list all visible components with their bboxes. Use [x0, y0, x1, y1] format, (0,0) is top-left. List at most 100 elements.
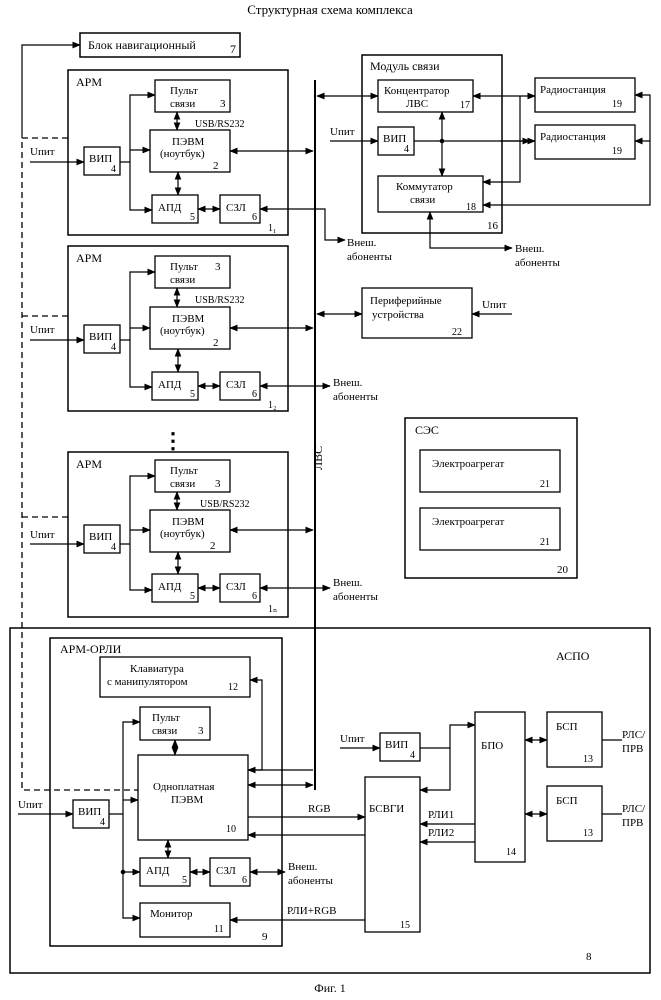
aspo-monitor-num: 11	[214, 924, 224, 935]
aspo-bsp-1-label: БСП	[556, 721, 578, 733]
arm-n-vip-label: ВИП	[89, 531, 112, 543]
periph-a: Периферийные	[370, 295, 442, 307]
arm-n-pevm-a: ПЭВМ	[172, 516, 205, 528]
radio-1-label: Радиостанция	[540, 84, 606, 96]
comm-vip-num: 4	[404, 144, 409, 155]
aspo-vip2-num: 4	[410, 750, 415, 761]
figure-caption: Фиг. 1	[314, 981, 345, 995]
arm-n-label: АРМ	[76, 457, 102, 471]
aspo-rli2: РЛИ2	[428, 827, 454, 839]
aspo-szl-num: 6	[242, 875, 247, 886]
diagram-title: Структурная схема комплекса	[247, 2, 413, 17]
aspo-pult-num: 3	[198, 725, 204, 737]
aspo-vip-num: 4	[100, 817, 105, 828]
arm-n-pevm-b: (ноутбук)	[160, 528, 205, 540]
periph-b: устройства	[372, 309, 424, 321]
ses-gen-2-label: Электроагрегат	[432, 516, 505, 528]
aspo-rgb: RGB	[308, 803, 331, 815]
ses-label: СЭС	[415, 423, 439, 437]
aspo-bpo-num: 14	[506, 847, 516, 858]
aspo-rls-1-b: ПРВ	[622, 743, 643, 755]
arm-n-idx: 1ₙ	[268, 604, 277, 615]
arm-1: АРМ Пульт связи 3 USB/RS232 ПЭВМ (ноутбу…	[30, 70, 345, 240]
arm-2-idx: 1₂	[268, 400, 277, 411]
arm-2-szl-num: 6	[252, 389, 257, 400]
arm-n-apd-num: 5	[190, 591, 195, 602]
arm-n-pult-num: 3	[215, 478, 221, 490]
aspo-pevm-a: Одноплатная	[153, 781, 214, 793]
radio-1-num: 19	[612, 99, 622, 110]
aspo-rli-rgb: РЛИ+RGB	[287, 905, 337, 917]
ses-gen-1-num: 21	[540, 479, 550, 490]
ext1-a: Внеш.	[347, 237, 377, 249]
comm-switch-b: связи	[410, 194, 435, 206]
aspo-arm-label: АРМ-ОРЛИ	[60, 642, 122, 656]
comm-label: Модуль связи	[370, 59, 440, 73]
arm-2-apd-label: АПД	[158, 379, 182, 391]
aspo-pevm-b: ПЭВМ	[171, 794, 204, 806]
arm-2-ext-b: абоненты	[333, 391, 378, 403]
aspo-bsp-2-label: БСП	[556, 795, 578, 807]
arm-1-szl-label: СЗЛ	[226, 202, 246, 214]
comm-num: 16	[487, 220, 499, 232]
comm-switch-a: Коммутатор	[396, 181, 453, 193]
arm-1-label: АРМ	[76, 75, 102, 89]
arm-2-apd-num: 5	[190, 389, 195, 400]
arm-2-label: АРМ	[76, 251, 102, 265]
arm-n-ext-b: абоненты	[333, 591, 378, 603]
arm-2-pevm-b: (ноутбук)	[160, 325, 205, 337]
aspo-upit2: Uпит	[340, 733, 365, 745]
aspo-pult-a: Пульт	[152, 712, 180, 724]
ses-block: СЭС 20 Электроагрегат 21 Электроагрегат …	[405, 418, 577, 578]
ses-num: 20	[557, 564, 569, 576]
aspo-vip-label: ВИП	[78, 806, 101, 818]
aspo-bsvgi-label: БСВГИ	[369, 803, 404, 815]
comm-upit: Uпит	[330, 126, 355, 138]
arm-n-szl-label: СЗЛ	[226, 581, 246, 593]
aspo-monitor-label: Монитор	[150, 908, 193, 920]
arm-1-pevm-b: (ноутбук)	[160, 148, 205, 160]
aspo-ext-b: абоненты	[288, 875, 333, 887]
arm-n-pevm-num: 2	[210, 540, 216, 552]
arm-1-usb: USB/RS232	[195, 119, 244, 130]
arm-2: АРМ Пульт связи 3 USB/RS232 ПЭВМ (ноутбу…	[30, 246, 378, 411]
periph-upit: Uпит	[482, 299, 507, 311]
aspo-rls-1-a: РЛС/	[622, 729, 646, 741]
arm-ellipsis: ⋮	[162, 428, 184, 453]
aspo-kbd-b: с манипулятором	[107, 676, 188, 688]
aspo-upit: Uпит	[18, 799, 43, 811]
arm-1-pevm-a: ПЭВМ	[172, 136, 205, 148]
arm-1-pult-b: связи	[170, 98, 195, 110]
radio-2-num: 19	[612, 146, 622, 157]
arm-1-pevm-num: 2	[213, 160, 219, 172]
arm-1-pult-a: Пульт	[170, 85, 198, 97]
aspo-rls-2-b: ПРВ	[622, 817, 643, 829]
aspo-block: АСПО 8 АРМ-ОРЛИ 9 Клавиатура с манипулят…	[10, 628, 650, 973]
arm-n-pult-a: Пульт	[170, 465, 198, 477]
aspo-bsp-2-num: 13	[583, 828, 593, 839]
arm-2-vip-label: ВИП	[89, 331, 112, 343]
radio-2-label: Радиостанция	[540, 131, 606, 143]
aspo-ext-a: Внеш.	[288, 861, 318, 873]
arm-n-upit: Uпит	[30, 529, 55, 541]
aspo-apd-label: АПД	[146, 865, 170, 877]
comm-hub-a: Концентратор	[384, 85, 450, 97]
arm-1-upit: Uпит	[30, 146, 55, 158]
arm-2-usb: USB/RS232	[195, 295, 244, 306]
comm-switch-num: 18	[466, 202, 476, 213]
aspo-kbd-num: 12	[228, 682, 238, 693]
arm-2-upit: Uпит	[30, 324, 55, 336]
aspo-szl-label: СЗЛ	[216, 865, 236, 877]
arm-n-ext-a: Внеш.	[333, 577, 363, 589]
arm-1-apd-label: АПД	[158, 202, 182, 214]
nav-arrow	[22, 45, 80, 138]
aspo-kbd-a: Клавиатура	[130, 663, 184, 675]
arm-1-apd-num: 5	[190, 212, 195, 223]
arm-n-pult-b: связи	[170, 478, 195, 490]
aspo-apd-num: 5	[182, 875, 187, 886]
arm-1-idx: 1₁	[268, 223, 277, 234]
arm-2-pevm-num: 2	[213, 337, 219, 349]
aspo-label: АСПО	[556, 649, 590, 663]
comm-ext-a: Внеш.	[515, 243, 545, 255]
